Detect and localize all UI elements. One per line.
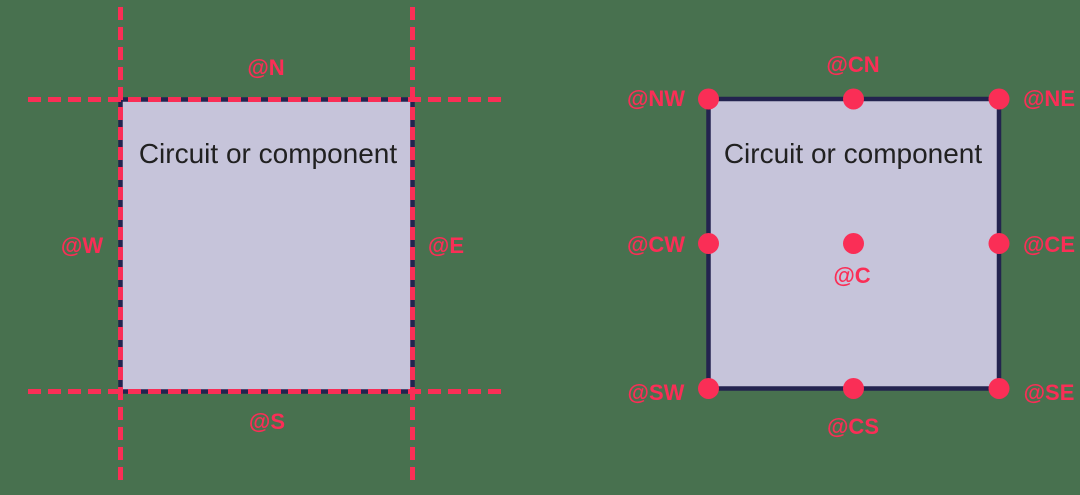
component-box-title: Circuit or component bbox=[724, 138, 983, 169]
component-box bbox=[118, 97, 415, 394]
anchor-label-cn: @CN bbox=[826, 52, 879, 77]
anchor-label-s: @S bbox=[249, 409, 285, 434]
anchor-label-e: @E bbox=[428, 233, 464, 258]
anchor-dot-nw bbox=[698, 88, 719, 110]
anchor-label-n: @N bbox=[247, 55, 284, 80]
anchor-dot-c bbox=[843, 233, 864, 254]
anchor-label-ce: @CE bbox=[1023, 232, 1075, 257]
anchor-dot-sw bbox=[698, 378, 719, 399]
anchor-dot-cn bbox=[843, 88, 864, 110]
anchor-label-cw: @CW bbox=[627, 232, 685, 257]
anchor-label-cs: @CS bbox=[827, 414, 879, 439]
anchor-label-w: @W bbox=[61, 233, 103, 258]
left-diagram: Circuit or component @N @S @W @E bbox=[28, 7, 504, 486]
anchor-dot-se bbox=[988, 378, 1010, 399]
anchor-dot-cs bbox=[843, 378, 864, 399]
right-diagram: Circuit or component @CN @NW @NE @CW @C … bbox=[627, 52, 1075, 439]
anchor-dot-cw bbox=[698, 233, 719, 254]
anchor-label-ne: @NE bbox=[1023, 86, 1075, 111]
anchor-dot-ce bbox=[988, 233, 1010, 254]
anchor-label-se: @SE bbox=[1024, 380, 1075, 405]
anchor-dot-ne bbox=[988, 88, 1010, 110]
component-box-title: Circuit or component bbox=[139, 138, 398, 169]
anchor-label-nw: @NW bbox=[627, 86, 685, 111]
anchor-label-sw: @SW bbox=[628, 380, 685, 405]
anchor-label-c: @C bbox=[833, 263, 870, 288]
